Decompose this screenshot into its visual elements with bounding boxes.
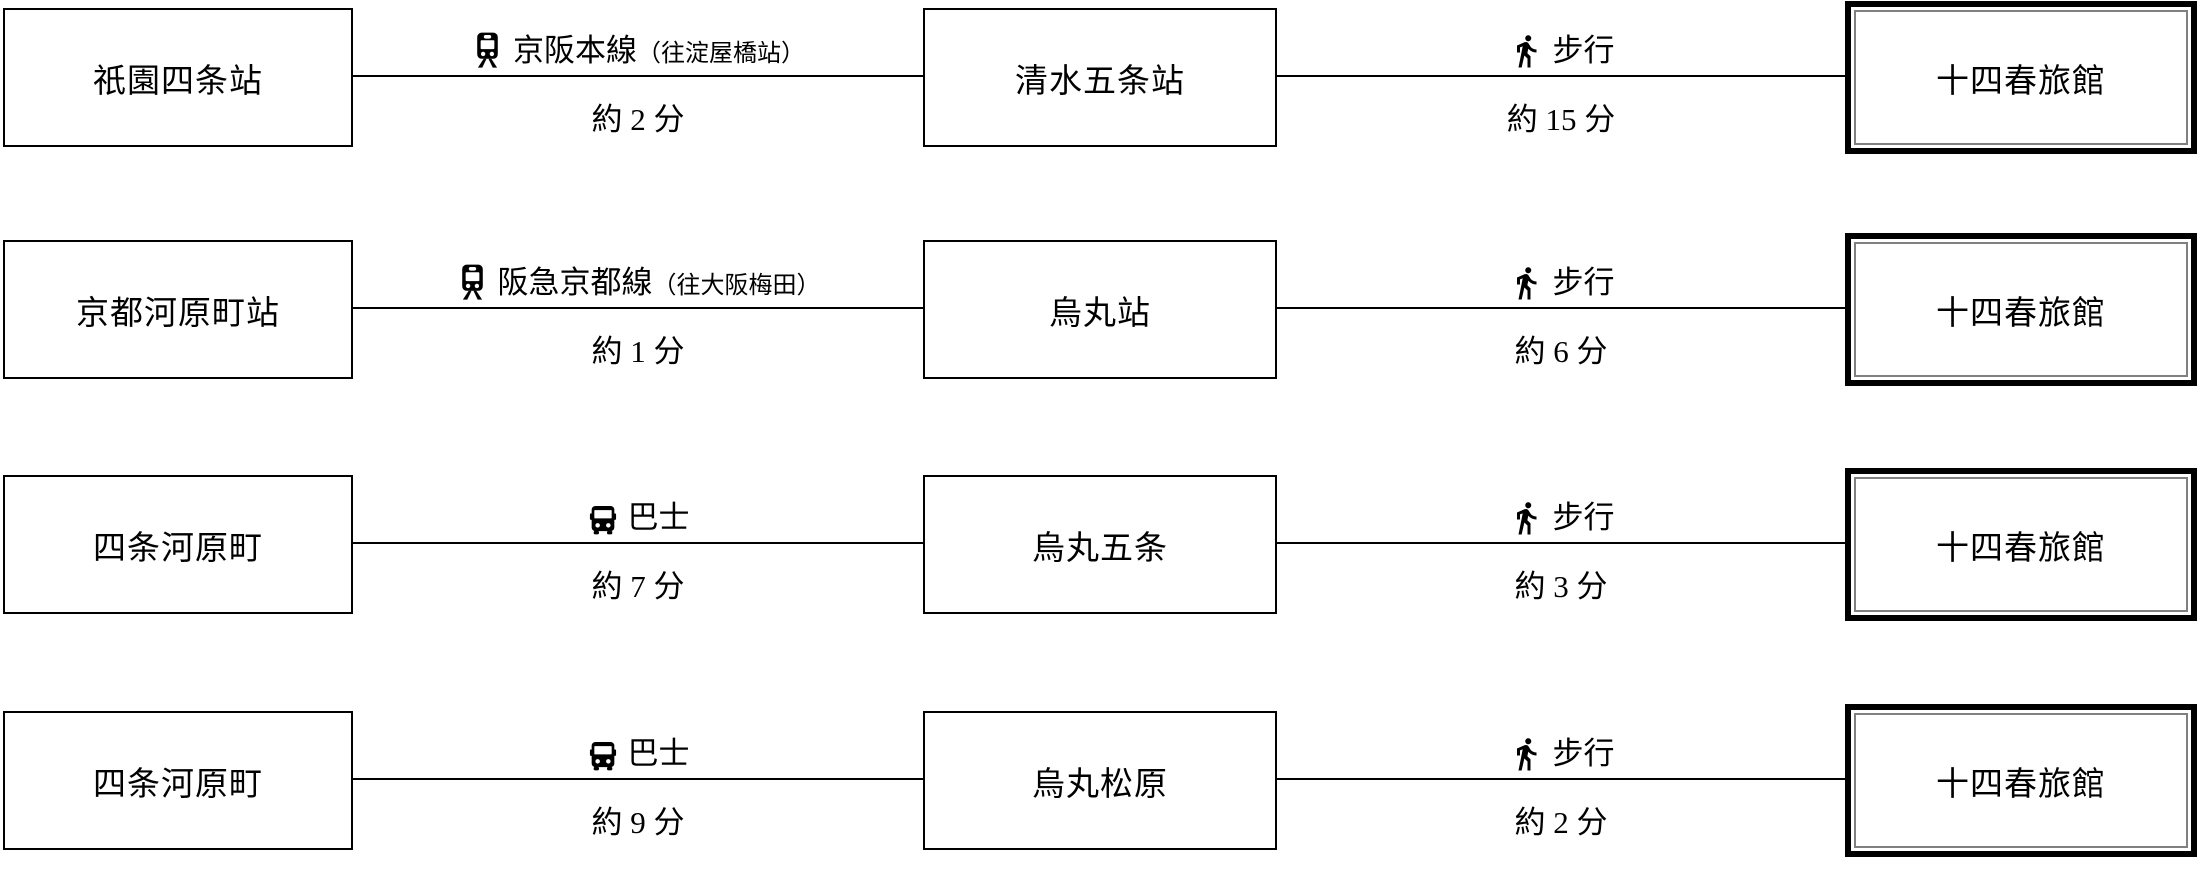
walk-duration: 約 15 分	[1506, 102, 1616, 137]
walk-label: 步行	[1277, 736, 1845, 772]
origin-station-box: 四条河原町	[3, 711, 353, 850]
transit-label: 京阪本線（往淀屋橋站）	[353, 32, 923, 69]
hotel-box: 十四春旅館	[1845, 468, 2197, 621]
transit-line-name: 巴士	[627, 500, 690, 536]
bus-icon	[587, 740, 619, 772]
origin-station-box: 四条河原町	[3, 475, 353, 614]
transit-direction-note: （往淀屋橋站）	[637, 41, 805, 68]
origin-station-box: 祇園四条站	[3, 8, 353, 147]
hotel-label: 十四春旅館	[1936, 295, 2106, 332]
hotel-inner-border: 十四春旅館	[1854, 242, 2188, 377]
connector-line	[353, 307, 923, 309]
via-station-label: 烏丸松原	[1032, 766, 1168, 803]
route-row: 四条河原町 巴士 約 7 分 烏丸五条 步行 約 3 分 十四春旅館	[0, 468, 2200, 621]
origin-station-label: 京都河原町站	[76, 295, 280, 332]
walk-duration: 約 6 分	[1514, 334, 1608, 369]
walk-icon	[1508, 33, 1544, 69]
hotel-label: 十四春旅館	[1936, 63, 2106, 100]
bus-icon	[587, 504, 619, 536]
route-row: 祇園四条站 京阪本線（往淀屋橋站） 約 2 分 清水五条站 步行 約 15 分 …	[0, 1, 2200, 154]
connector-line	[1277, 307, 1845, 309]
via-station-box: 烏丸松原	[923, 711, 1277, 850]
hotel-inner-border: 十四春旅館	[1854, 713, 2188, 848]
hotel-label: 十四春旅館	[1936, 530, 2106, 567]
walk-icon	[1508, 736, 1544, 772]
transit-duration: 約 2 分	[591, 102, 685, 137]
transit-line-name: 京阪本線	[513, 33, 637, 69]
hotel-box: 十四春旅館	[1845, 1, 2197, 154]
transit-direction-note: （往大阪梅田）	[652, 273, 821, 300]
hotel-inner-border: 十四春旅館	[1854, 477, 2188, 612]
origin-station-label: 四条河原町	[93, 766, 263, 803]
transit-segment: 巴士 約 7 分	[353, 475, 923, 614]
train-icon	[471, 32, 504, 69]
walk-duration: 約 3 分	[1514, 569, 1608, 604]
transit-label: 巴士	[353, 736, 923, 772]
walk-label: 步行	[1277, 265, 1845, 301]
transit-segment: 巴士 約 9 分	[353, 711, 923, 850]
walk-label-text: 步行	[1552, 33, 1615, 69]
hotel-label: 十四春旅館	[1936, 766, 2106, 803]
connector-line	[1277, 75, 1845, 77]
route-row: 四条河原町 巴士 約 9 分 烏丸松原 步行 約 2 分 十四春旅館	[0, 704, 2200, 857]
transit-segment: 京阪本線（往淀屋橋站） 約 2 分	[353, 8, 923, 147]
origin-station-label: 四条河原町	[93, 530, 263, 567]
via-station-label: 清水五条站	[1015, 63, 1185, 100]
walk-segment: 步行 約 15 分	[1277, 8, 1845, 147]
connector-line	[353, 542, 923, 544]
walk-duration: 約 2 分	[1514, 805, 1608, 840]
walk-label-text: 步行	[1552, 265, 1615, 301]
transit-duration: 約 9 分	[591, 805, 685, 840]
via-station-box: 清水五条站	[923, 8, 1277, 147]
connector-line	[353, 778, 923, 780]
transit-label: 巴士	[353, 500, 923, 536]
origin-station-label: 祇園四条站	[93, 63, 263, 100]
walk-label: 步行	[1277, 33, 1845, 69]
transit-segment: 阪急京都線（往大阪梅田） 約 1 分	[353, 240, 923, 379]
transit-line-name: 阪急京都線	[497, 265, 653, 301]
hotel-box: 十四春旅館	[1845, 704, 2197, 857]
route-row: 京都河原町站 阪急京都線（往大阪梅田） 約 1 分 烏丸站 步行 約 6 分 十…	[0, 233, 2200, 386]
walk-label-text: 步行	[1552, 736, 1615, 772]
origin-station-box: 京都河原町站	[3, 240, 353, 379]
hotel-box: 十四春旅館	[1845, 233, 2197, 386]
walk-icon	[1508, 500, 1544, 536]
transit-label: 阪急京都線（往大阪梅田）	[353, 264, 923, 301]
walk-label: 步行	[1277, 500, 1845, 536]
walk-icon	[1508, 265, 1544, 301]
via-station-label: 烏丸站	[1049, 295, 1151, 332]
walk-segment: 步行 約 3 分	[1277, 475, 1845, 614]
via-station-box: 烏丸站	[923, 240, 1277, 379]
hotel-inner-border: 十四春旅館	[1854, 10, 2188, 145]
connector-line	[1277, 778, 1845, 780]
walk-label-text: 步行	[1552, 500, 1615, 536]
via-station-label: 烏丸五条	[1032, 530, 1168, 567]
transit-line-name: 巴士	[627, 736, 690, 772]
via-station-box: 烏丸五条	[923, 475, 1277, 614]
transit-duration: 約 1 分	[591, 334, 685, 369]
connector-line	[353, 75, 923, 77]
transit-duration: 約 7 分	[591, 569, 685, 604]
connector-line	[1277, 542, 1845, 544]
walk-segment: 步行 約 2 分	[1277, 711, 1845, 850]
train-icon	[456, 264, 489, 301]
walk-segment: 步行 約 6 分	[1277, 240, 1845, 379]
